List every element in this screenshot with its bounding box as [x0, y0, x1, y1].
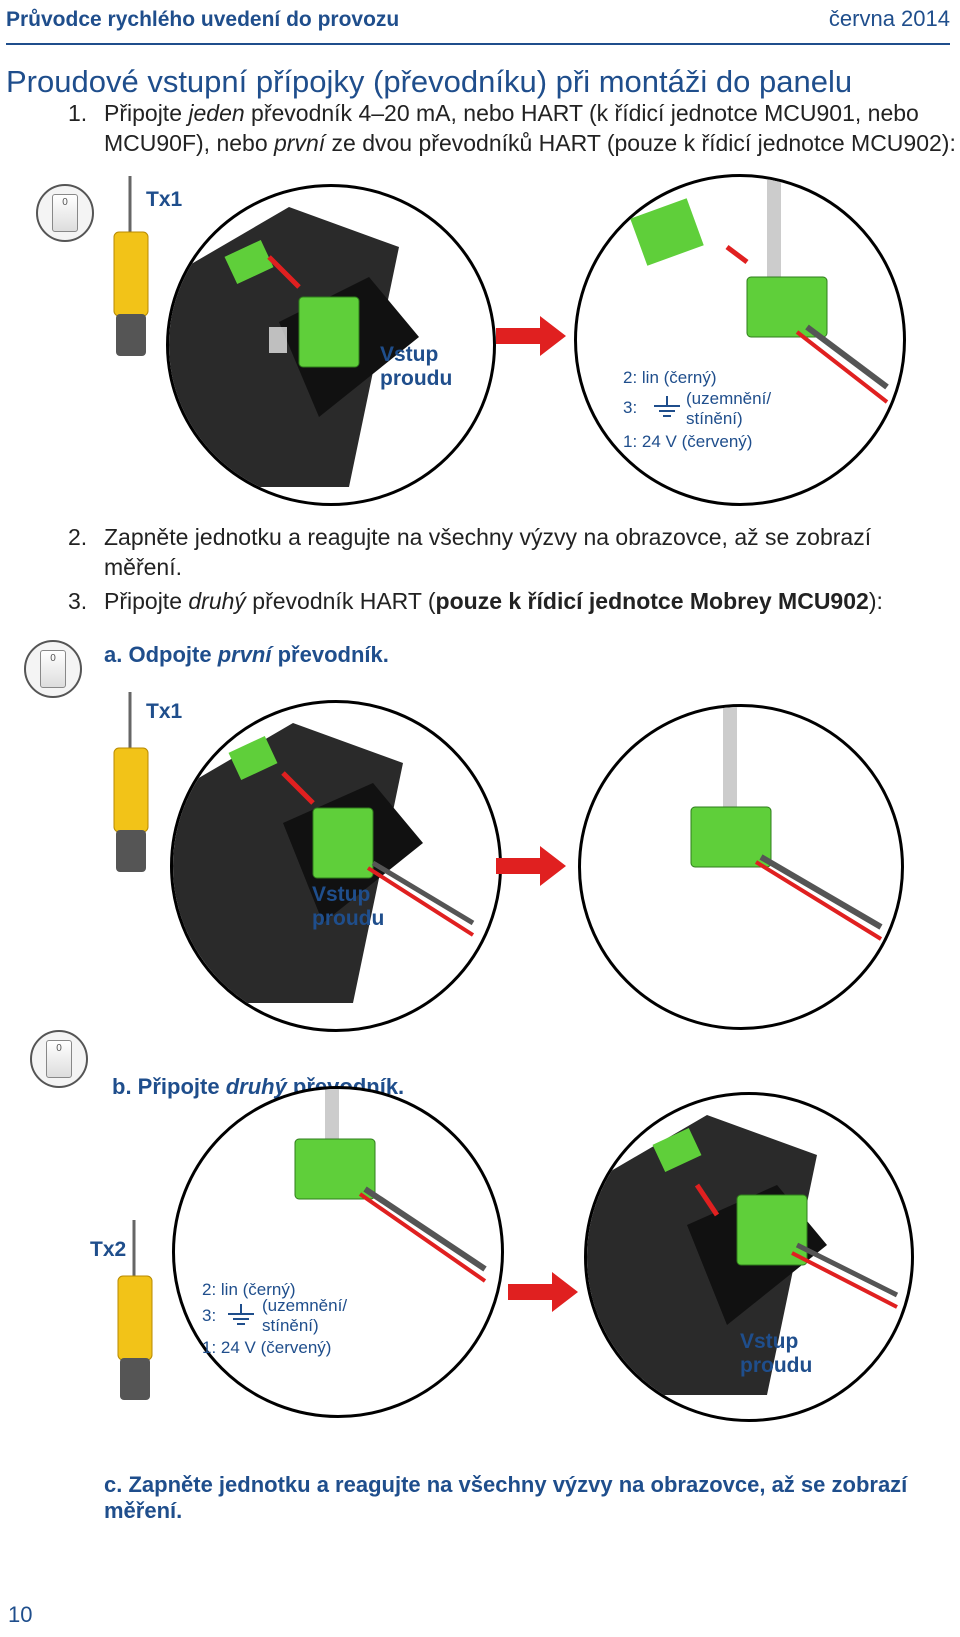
ground-icon	[654, 396, 680, 417]
ground-icon	[228, 1304, 254, 1325]
panel-connector-detail-2	[170, 700, 502, 1032]
controller-button-icon: 0	[30, 1030, 88, 1088]
terminal-wiring-detail-1	[574, 174, 906, 506]
step-number: 1.	[68, 100, 88, 126]
wire-label-3-num: 3:	[623, 398, 638, 417]
panel-connector-detail-3	[584, 1092, 914, 1422]
step-1-line-2: MCU90F), nebo první ze dvou převodníků H…	[104, 130, 956, 156]
substep-c: c. Zapněte jednotku a reagujte na všechn…	[104, 1472, 908, 1523]
header-date: června 2014	[828, 6, 950, 31]
right-arrow-icon	[496, 846, 566, 886]
wire-label-2: 2: lin (černý)	[202, 1280, 296, 1299]
wire-label-1: 1: 24 V (červený)	[623, 432, 753, 451]
tx2-label: Tx2	[90, 1238, 127, 1261]
step-1-line-1: Připojte jeden převodník 4–20 mA, nebo H…	[104, 100, 919, 126]
header-title: Průvodce rychlého uvedení do provozu	[6, 8, 400, 31]
terminal-wiring-detail-3	[172, 1086, 504, 1418]
transmitter-sensor-icon	[113, 692, 149, 872]
header-divider	[6, 43, 950, 45]
right-arrow-icon	[508, 1272, 578, 1312]
transmitter-sensor-icon	[113, 176, 149, 356]
tx1-label: Tx1	[146, 188, 183, 211]
step-3: 3. Připojte druhý převodník HART (pouze …	[68, 588, 883, 614]
page-number: 10	[8, 1602, 33, 1627]
controller-button-icon: 0	[36, 184, 94, 242]
wire-label-3: (uzemnění/stínění)	[686, 389, 772, 428]
wire-label-1: 1: 24 V (červený)	[202, 1338, 332, 1357]
step-2: 2. Zapněte jednotku a reagujte na všechn…	[68, 524, 872, 580]
wire-label-3: (uzemnění/stínění)	[262, 1296, 348, 1335]
panel-connector-detail-1	[166, 184, 496, 506]
step-1: 1. Připojte jeden převodník 4–20 mA, neb…	[0, 98, 960, 160]
substep-a: a. Odpojte první převodník.	[104, 642, 389, 667]
controller-button-icon: 0	[24, 640, 82, 698]
wire-label-2: 2: lin (černý)	[623, 368, 717, 387]
transmitter-sensor-icon	[117, 1220, 153, 1400]
wire-label-3-num: 3:	[202, 1306, 217, 1325]
tx1-label: Tx1	[146, 700, 183, 723]
right-arrow-icon	[496, 316, 566, 356]
section-title: Proudové vstupní přípojky (převodníku) p…	[6, 64, 853, 99]
terminal-wiring-detail-2	[578, 704, 904, 1030]
